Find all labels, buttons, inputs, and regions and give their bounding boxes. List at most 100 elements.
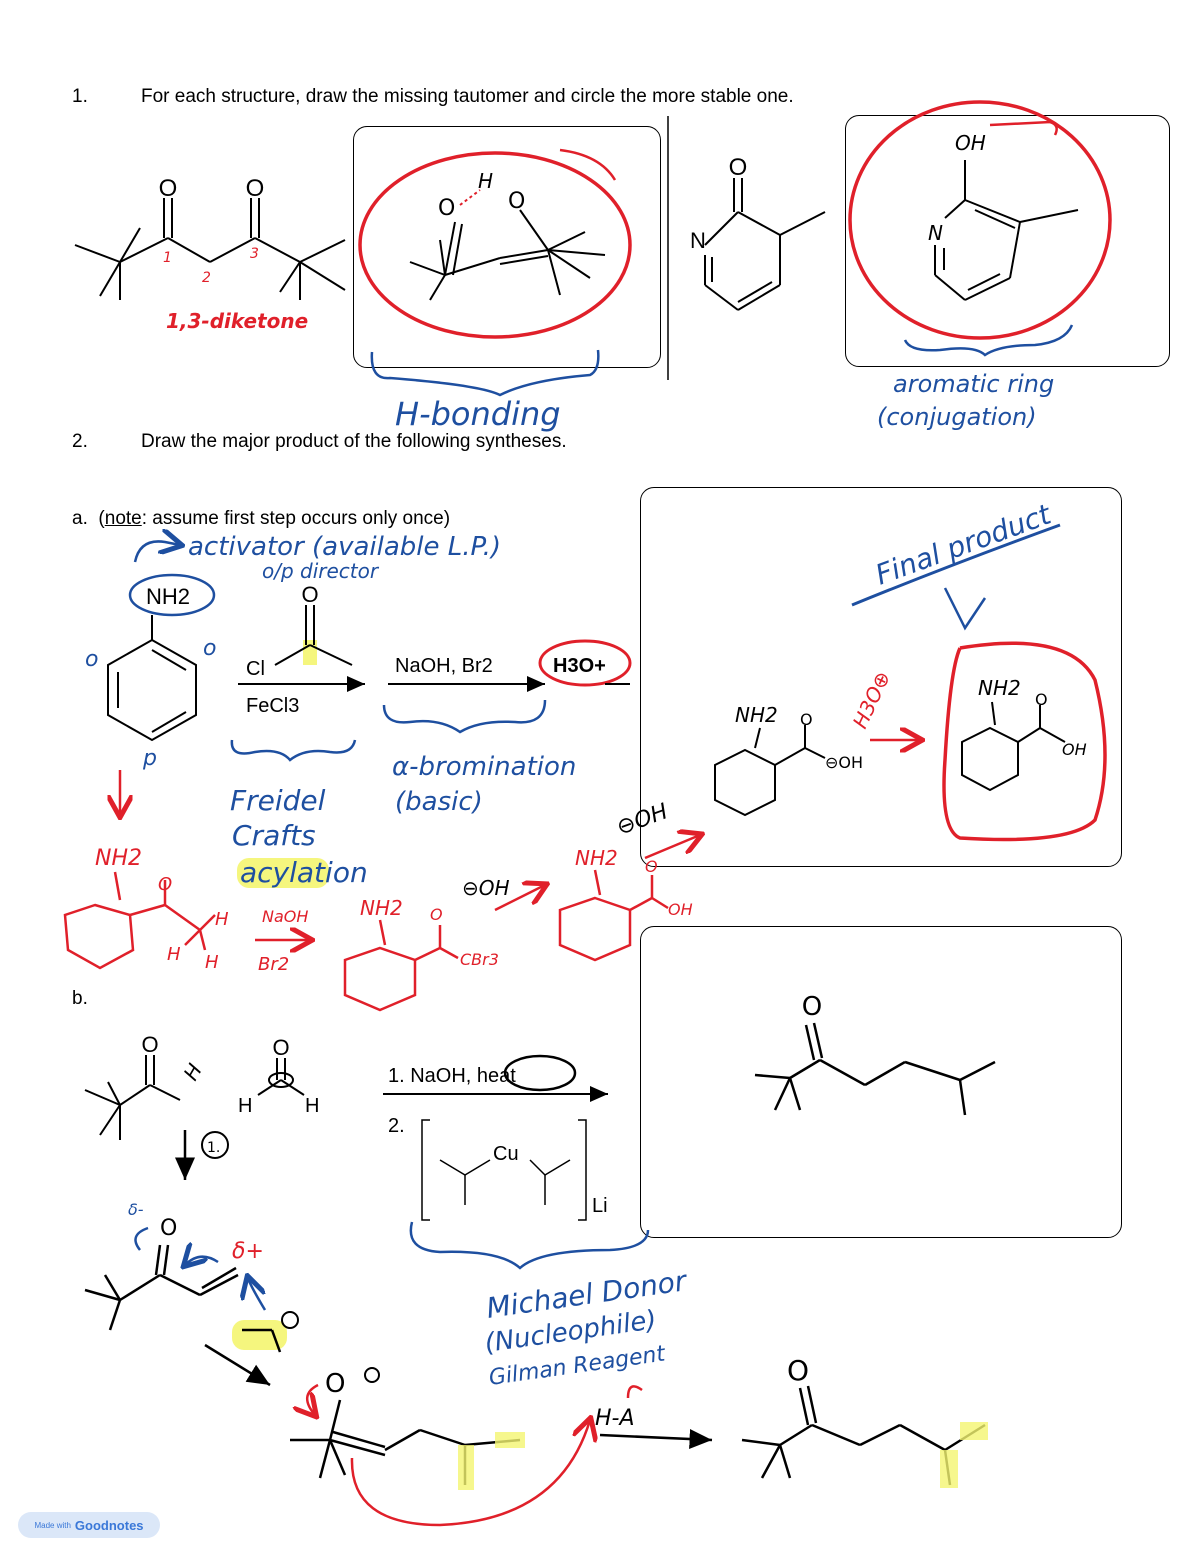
final-nh2: NH2 xyxy=(978,676,1021,700)
carboxylate-o: O xyxy=(800,710,813,729)
bromination-note: α-bromination xyxy=(392,752,576,782)
hbond-note: H-bonding xyxy=(395,395,561,433)
enolate-o: O xyxy=(325,1369,345,1399)
int3-o: O xyxy=(645,857,658,876)
ketone-o: O xyxy=(141,1032,158,1057)
q1-answer-box-1 xyxy=(353,126,661,368)
gilman-brackets xyxy=(421,1119,587,1221)
red-circle-final xyxy=(942,641,1107,842)
acylation-note: acylation xyxy=(240,856,368,889)
gilman-cu: Cu xyxy=(493,1143,519,1165)
pyridinone-o: O xyxy=(729,154,748,181)
final-product-note: Final product xyxy=(871,497,1056,591)
int2-nh2: NH2 xyxy=(360,896,403,920)
carboxylate-ominus: ⊖OH xyxy=(825,753,863,772)
final-b-o: O xyxy=(787,1354,809,1387)
enol-structure xyxy=(409,189,606,301)
int1-nh2: NH2 xyxy=(95,846,142,871)
formaldehyde-h1: H xyxy=(238,1095,252,1117)
aromatic-brace xyxy=(903,324,1074,357)
activator-note: activator (available L.P.) xyxy=(188,532,501,562)
carbon-label-2: 2 xyxy=(202,270,211,286)
int-br2: Br2 xyxy=(258,954,289,975)
aromatic-note: aromatic ring xyxy=(893,370,1054,398)
product-b-o: O xyxy=(802,992,822,1022)
hydroxypyridine-oh: OH xyxy=(955,131,986,155)
diketone-note: 1,3-diketone xyxy=(166,309,308,333)
naoh-br2-label: NaOH, Br2 xyxy=(395,655,493,677)
delta-marker: δ+ xyxy=(232,1239,264,1264)
h3o-hand: H3O⊕ xyxy=(848,667,895,732)
carboxylate-nh2: NH2 xyxy=(735,703,778,727)
formaldehyde-o: O xyxy=(272,1035,289,1060)
bromination-brace xyxy=(382,699,547,734)
basic-note: (basic) xyxy=(395,787,483,817)
carbon-label-1: 1 xyxy=(163,250,172,266)
q1-prompt: For each structure, draw the missing tau… xyxy=(141,86,794,107)
para-mark: p xyxy=(142,746,157,771)
enol-h: H xyxy=(478,169,493,193)
int-naoh: NaOH xyxy=(262,907,308,926)
diketone-structure xyxy=(74,198,346,300)
pyridinone-n: N xyxy=(690,228,706,253)
gilman-brace xyxy=(409,1221,650,1270)
delta-minus: δ- xyxy=(128,1200,144,1219)
int1-o: O xyxy=(158,874,172,895)
red-circle-enol xyxy=(358,151,632,339)
goodnotes-badge[interactable]: Made with Goodnotes xyxy=(18,1512,160,1538)
part-b-label: b. xyxy=(72,988,88,1009)
aniline-nh2: NH2 xyxy=(146,584,190,609)
oh-minus-1: ⊖OH xyxy=(462,876,510,900)
aniline-ring xyxy=(107,615,197,742)
step1-label: 1. NaOH, heat xyxy=(388,1065,516,1087)
carboxylate-structure xyxy=(714,725,826,817)
int1-h1: H xyxy=(215,909,229,930)
final-o: O xyxy=(1035,690,1048,709)
q2-number: 2. xyxy=(72,431,88,452)
carbon-label-3: 3 xyxy=(250,246,259,262)
enone-intermediate xyxy=(84,1244,239,1331)
int2-o: O xyxy=(430,905,443,924)
h3o-label: H3O+ xyxy=(553,655,606,677)
diketone-o2: O xyxy=(246,175,265,202)
q1-answer-box-2 xyxy=(845,115,1170,367)
hydroxypyridine-structure xyxy=(934,160,1079,301)
step2-label: 2. xyxy=(388,1115,405,1137)
hydroxypyridine-n: N xyxy=(928,221,943,245)
int3-oh: OH xyxy=(668,900,693,919)
formaldehyde-h2: H xyxy=(305,1095,319,1117)
int1-h3: H xyxy=(205,952,219,973)
ketone-h: H xyxy=(179,1059,207,1084)
ortho-mark-left: o xyxy=(85,647,98,672)
acetyl-chloride xyxy=(274,605,353,666)
int2-cbr3: CBr3 xyxy=(460,950,499,969)
q2a-answer-box xyxy=(640,487,1122,867)
enolate-structure xyxy=(290,1399,521,1485)
formaldehyde xyxy=(257,1058,305,1096)
fecl3-label: FeCl3 xyxy=(246,695,299,717)
q2b-answer-box xyxy=(640,926,1122,1238)
acetyl-cl: Cl xyxy=(246,658,265,680)
gilman-li: Li xyxy=(592,1195,608,1217)
hbond-brace xyxy=(370,349,600,397)
part-a-label: a. (note: assume first step occurs only … xyxy=(72,508,451,529)
enol-o2: O xyxy=(508,189,525,214)
intermediate-2 xyxy=(343,919,459,1012)
mech-o: O xyxy=(160,1216,177,1241)
oh-minus-2: ⊖OH xyxy=(614,799,672,840)
final-oh: OH xyxy=(1062,740,1087,759)
ortho-mark-right: o xyxy=(203,636,216,661)
ha-label: H-A xyxy=(595,1406,635,1431)
acetyl-o: O xyxy=(301,582,318,607)
final-structure xyxy=(961,701,1066,792)
intermediate-3 xyxy=(558,869,669,962)
product-b xyxy=(754,1022,996,1116)
intermediate-1 xyxy=(63,871,216,970)
fc-brace xyxy=(230,739,357,762)
mech-step-marker: 1. xyxy=(207,1140,220,1156)
crafts-note: Crafts xyxy=(232,819,316,852)
pyridinone-structure xyxy=(704,178,826,311)
q2-prompt: Draw the major product of the following … xyxy=(141,431,567,452)
